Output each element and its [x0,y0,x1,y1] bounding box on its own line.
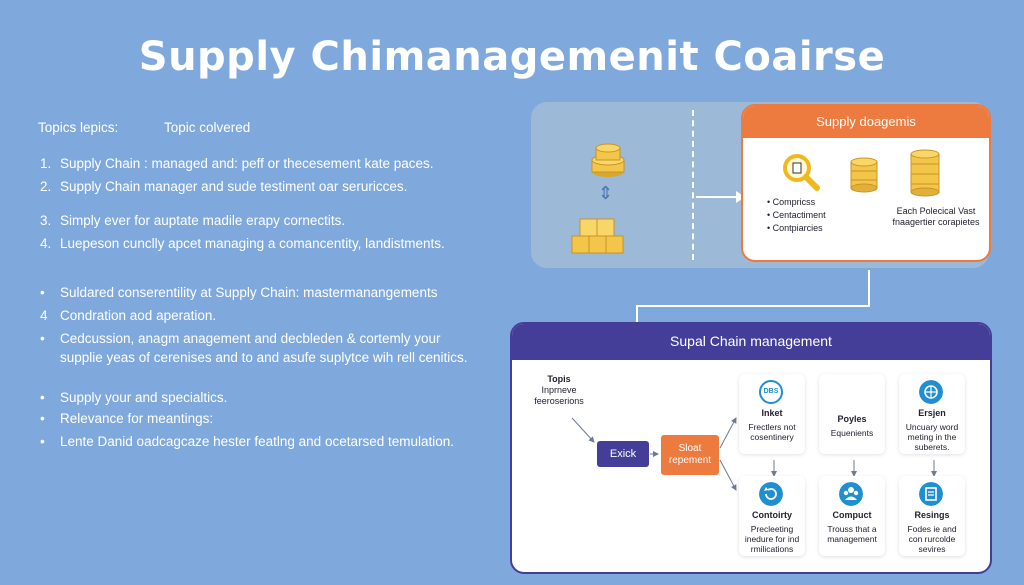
topic-text: Suldared conserentility at Supply Chain:… [60,285,438,300]
panel-right-text: Each Polecical Vast fnaagertier corapiet… [892,206,980,227]
card-poyles: Poyles Equenients [819,374,885,454]
card-title: Poyles [837,414,867,424]
exick-node: Exick [597,441,649,467]
card-inket: DBS Inket Frectlers not cosentinery [739,374,805,454]
refresh-icon [759,482,783,506]
supal-chain-management-panel: Supal Chain management Topis Inprneve fe… [510,322,992,574]
card-desc: Trouss that a management [827,524,877,544]
topic-marker: 4 [40,308,48,323]
panel-list-item: • Contpiarcies [767,223,823,233]
topic-marker: • [40,285,45,300]
dbs-icon: DBS [759,380,783,404]
topics-title: Topis [547,374,571,384]
card-contoirty: Contoirty Precleeting inedure for ind rm… [739,476,805,556]
card-resings: Resings Fodes ie and con rurcolde sevire… [899,476,965,556]
coin-tower-icon [910,149,940,197]
topics-header-col2: Topic colvered [164,120,251,135]
boxes-icon [571,218,624,254]
panel-list-item: • Compricss [767,197,816,207]
topics-header: Topics lepics: Topic colvered [38,120,250,135]
connector-line [868,270,870,306]
card-desc: Uncuary word meting in the suberets. [905,422,959,452]
topic-text: Simply ever for auptate madile erapy cor… [60,213,346,228]
topic-text: Supply your and specialtics. [60,390,228,405]
panel-header: Supal Chain management [512,324,990,360]
topic-text: Luepeson cunclly apcet managing a comanc… [60,236,445,251]
page-title: Supply Chimanagemenit Coairse [138,34,886,80]
card-desc: Fodes ie and con rurcolde sevires [907,524,957,554]
topic-text: Lente Danid oadcagcaze hester featlng an… [60,434,455,449]
up-down-arrow-icon: ⇕ [598,183,614,203]
globe-icon [919,380,943,404]
connector-line [636,305,638,325]
sloat-repement-node: Sloat repement [661,435,719,475]
connector-line [696,196,744,198]
card-desc: Precleeting inedure for ind rmilications [744,524,800,554]
topics-block: Topis Inprneve feeroserions [524,374,594,407]
card-desc: Equenients [830,428,874,438]
magnifier-icon [783,154,820,191]
card-desc: Frectlers not cosentinery [748,422,796,442]
doc-icon [919,482,943,506]
card-title: Compuct [832,510,872,520]
supply-doagemis-panel: Supply doagemis • Compricss • Centactime… [741,104,991,262]
topic-marker: 4. [40,236,52,251]
topic-marker: 2. [40,179,52,194]
topics-header-col1: Topics lepics: [38,120,119,135]
topic-marker: • [40,331,45,346]
topic-marker: 1. [40,156,52,171]
topic-marker: • [40,411,45,426]
team-icon [839,482,863,506]
topic-text: Supply Chain : managed and: peff or thec… [60,156,434,171]
topic-marker: • [40,434,45,449]
card-title: Contoirty [752,510,792,520]
topic-marker: • [40,390,45,405]
panel-list-item: • Centactiment [767,210,826,220]
card-title: Inket [761,408,783,418]
topics-subtitle: Inprneve feeroserions [534,385,584,406]
card-compuct: Compuct Trouss that a management [819,476,885,556]
topic-marker: 3. [40,213,52,228]
card-title: Resings [914,510,950,520]
flow-connectors [571,417,937,491]
coin-stack-icon [850,157,878,193]
topic-text: Supply Chain manager and sude testiment … [60,179,408,194]
divider-dashed [692,110,694,260]
panel-header: Supply doagemis [743,106,989,138]
topic-text: Cedcussion, anagm anagement and decblede… [60,331,468,365]
topic-text: Relevance for meantings: [60,411,214,426]
card-title: Ersjen [918,408,946,418]
connector-line [636,305,870,307]
gold-stack-icon [591,143,625,177]
arrow-right-icon [736,191,745,203]
card-ersjen: Ersjen Uncuary word meting in the subere… [899,374,965,454]
panel-list: • Compricss • Centactiment • Contpiarcie… [767,196,826,235]
topic-text: Condration aod aperation. [60,308,217,323]
